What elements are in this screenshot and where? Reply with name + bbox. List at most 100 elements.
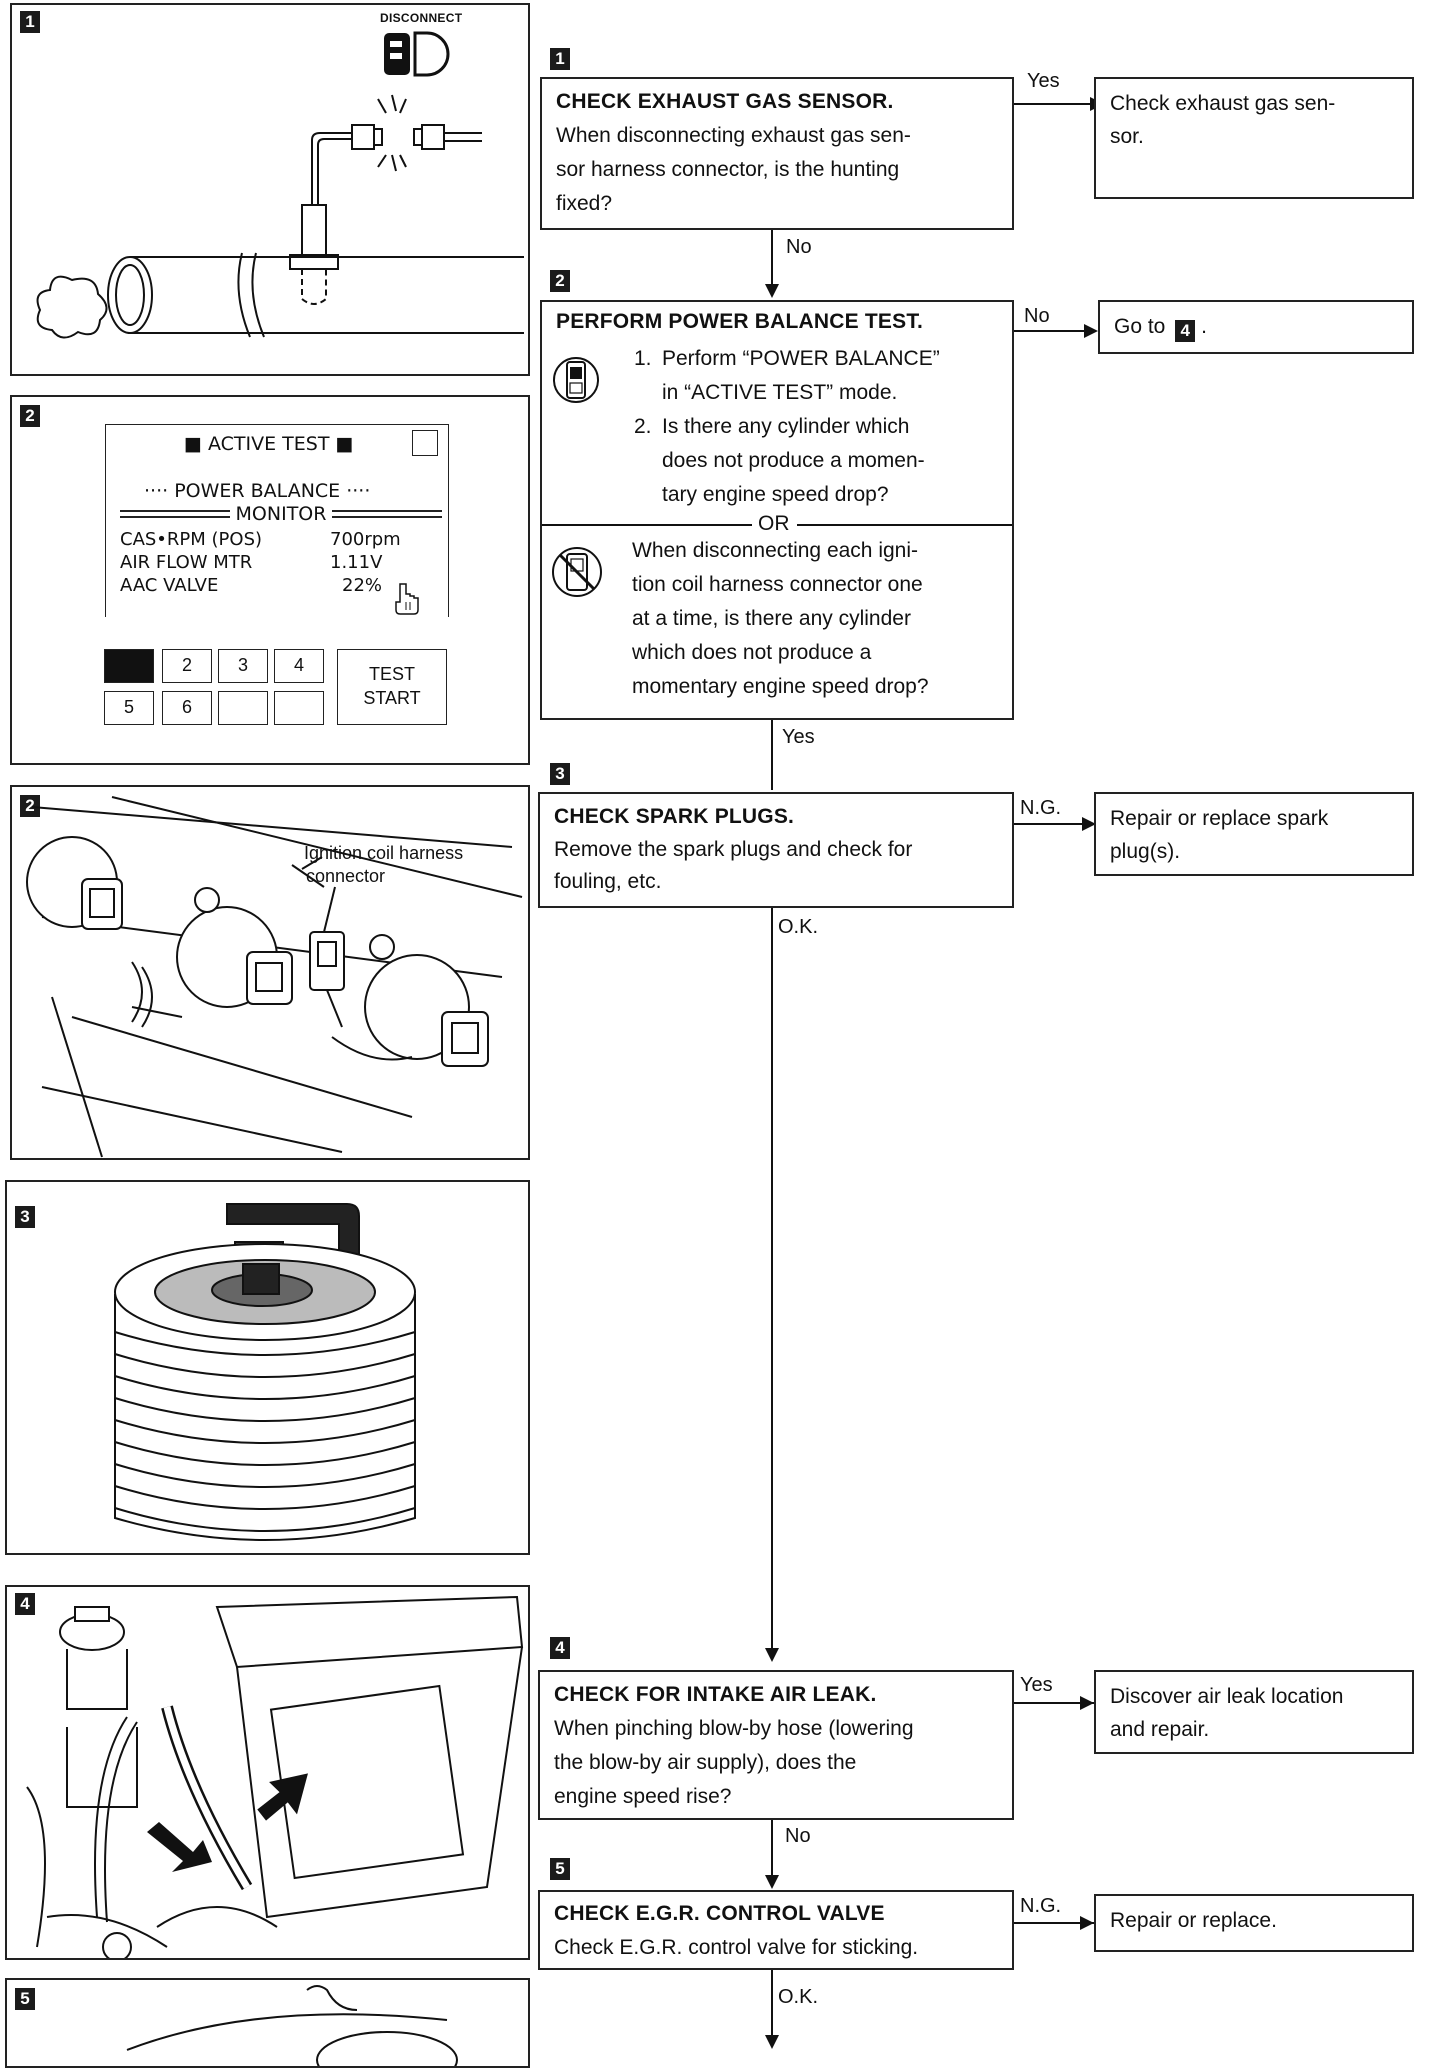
- cylinder-button-blank: [218, 691, 268, 725]
- cylinder-button-2: 2: [162, 649, 212, 683]
- monitor-row-label: AAC VALVE: [120, 575, 219, 596]
- list-number: 2.: [634, 415, 652, 438]
- branch-label-no: No: [785, 1825, 811, 1847]
- branch-label-ok: O.K.: [778, 916, 819, 938]
- test-start-line: START: [363, 688, 421, 708]
- step-badge: 2: [550, 270, 570, 292]
- list-line: Perform “POWER BALANCE”: [662, 347, 940, 370]
- step-badge: 1: [550, 48, 570, 70]
- pointing-hand-icon: [395, 583, 419, 615]
- arrow-down-icon: [765, 2035, 779, 2049]
- step4-box: CHECK FOR INTAKE AIR LEAK. When pinching…: [538, 1670, 1014, 1820]
- or-divider: OR: [542, 512, 1012, 535]
- connector-line: [771, 1820, 773, 1880]
- connector-line: [1014, 103, 1094, 105]
- test-start-line: TEST: [368, 664, 415, 684]
- monitor-row-label: CAS•RPM (POS): [120, 529, 263, 550]
- monitor-label: MONITOR: [235, 503, 327, 525]
- cylinder-button-blank: [274, 691, 324, 725]
- test-start-button: TEST START: [337, 649, 447, 725]
- cylinder-button-1: [104, 649, 154, 683]
- step-title: CHECK EXHAUST GAS SENSOR.: [556, 90, 894, 113]
- consult-screen: ■ ACTIVE TEST ■ ···· POWER BALANCE ···· …: [105, 424, 449, 617]
- step-badge: 5: [550, 1858, 570, 1880]
- branch-label-no: No: [786, 236, 812, 258]
- step-title: CHECK E.G.R. CONTROL VALVE: [554, 1902, 885, 1925]
- branch-label-ok: O.K.: [778, 1986, 819, 2008]
- arrow-down-icon: [765, 1875, 779, 1889]
- cylinder-button-3: 3: [218, 649, 268, 683]
- egr-drawing: [126, 1985, 458, 2066]
- no-consult-icon: [552, 547, 602, 597]
- step-line: sor harness connector, is the hunting: [556, 158, 900, 181]
- monitor-row-value: 22%: [342, 575, 383, 596]
- arrow-down-icon: [765, 1648, 779, 1662]
- alt-line: When disconnecting each igni-: [632, 539, 919, 562]
- panel-badge: 4: [15, 1593, 35, 1615]
- list-line: tary engine speed drop?: [662, 483, 889, 506]
- connector-line: [1014, 330, 1092, 332]
- illustration-exhaust-gas-sensor: 1 DISCONNECT: [10, 3, 530, 376]
- panel-badge: 1: [20, 11, 40, 33]
- arrow-right-icon: [1084, 324, 1098, 338]
- result-box: Discover air leak location and repair.: [1094, 1670, 1414, 1754]
- active-test-heading: ■ ACTIVE TEST ■: [184, 433, 354, 455]
- list-line: does not produce a momen-: [662, 449, 925, 472]
- step-line: the blow-by air supply), does the: [554, 1751, 857, 1774]
- step-line: When pinching blow-by hose (lowering: [554, 1717, 914, 1740]
- arrow-right-icon: [1080, 1916, 1094, 1930]
- cylinder-button-4: 4: [274, 649, 324, 683]
- monitor-heading: MONITOR: [120, 503, 442, 525]
- step2-list: 1. Perform “POWER BALANCE” in “ACTIVE TE…: [634, 342, 1004, 512]
- callout-label: Ignition coil harness connector: [304, 842, 463, 888]
- engine-coils-drawing: [26, 796, 523, 1158]
- alt-line: momentary engine speed drop?: [632, 675, 929, 698]
- illustration-active-test-screen: 2 ■ ACTIVE TEST ■ ···· POWER BALANCE ···…: [10, 395, 530, 765]
- arrow-right-icon: [1080, 1696, 1094, 1710]
- result-line: Check exhaust gas sen-: [1110, 92, 1336, 115]
- panel-badge: 2: [20, 795, 40, 817]
- list-line: Is there any cylinder which: [662, 415, 910, 438]
- arrow-right-icon: [1082, 817, 1096, 831]
- illustration-egr-valve: 5: [5, 1978, 530, 2068]
- result-line: Repair or replace.: [1110, 1909, 1277, 1932]
- step3-box: CHECK SPARK PLUGS. Remove the spark plug…: [538, 792, 1014, 908]
- step-line: fouling, etc.: [554, 870, 662, 893]
- list-item: 1. Perform “POWER BALANCE” in “ACTIVE TE…: [634, 342, 1004, 410]
- step-badge: 3: [550, 763, 570, 785]
- branch-label-yes: Yes: [1027, 70, 1060, 92]
- step5-box: CHECK E.G.R. CONTROL VALVE Check E.G.R. …: [538, 1890, 1014, 1970]
- step-title: CHECK FOR INTAKE AIR LEAK.: [554, 1683, 877, 1706]
- disconnect-icon: [36, 31, 524, 339]
- branch-label-yes: Yes: [782, 726, 815, 748]
- connector-line: [771, 720, 773, 790]
- step-title: PERFORM POWER BALANCE TEST.: [556, 310, 924, 333]
- engine-hose-drawing: [26, 1595, 524, 1958]
- callout-line: connector: [306, 866, 386, 886]
- step-line: Remove the spark plugs and check for: [554, 838, 913, 861]
- alt-line: at a time, is there any cylinder: [632, 607, 911, 630]
- illustration-spark-plug: 3: [5, 1180, 530, 1555]
- illustration-ignition-coil-connector: 2 Ignition coil harness connector: [10, 785, 530, 1160]
- cylinder-button-5: 5: [104, 691, 154, 725]
- connector-line: [1014, 1922, 1094, 1924]
- arrow-down-icon: [765, 284, 779, 298]
- result-line: Repair or replace spark: [1110, 807, 1329, 830]
- or-label: OR: [758, 512, 790, 535]
- result-box: Repair or replace.: [1094, 1894, 1414, 1952]
- branch-label-no: No: [1024, 305, 1050, 327]
- result-line: sor.: [1110, 125, 1144, 148]
- panel-badge: 2: [20, 405, 40, 427]
- connector-line: [771, 1970, 773, 2036]
- result-line: plug(s).: [1110, 840, 1181, 863]
- panel-badge: 3: [15, 1206, 35, 1228]
- result-line: and repair.: [1110, 1718, 1210, 1741]
- list-item: 2. Is there any cylinder which does not …: [634, 410, 1004, 512]
- goto-badge[interactable]: 4: [1175, 320, 1196, 342]
- step-badge: 4: [550, 1637, 570, 1659]
- step-title: CHECK SPARK PLUGS.: [554, 805, 795, 828]
- monitor-row: CAS•RPM (POS) 700rpm: [120, 529, 420, 550]
- connector-line: [771, 230, 773, 286]
- monitor-row-value: 1.11V: [330, 552, 383, 573]
- branch-label-ng: N.G.: [1020, 1895, 1062, 1917]
